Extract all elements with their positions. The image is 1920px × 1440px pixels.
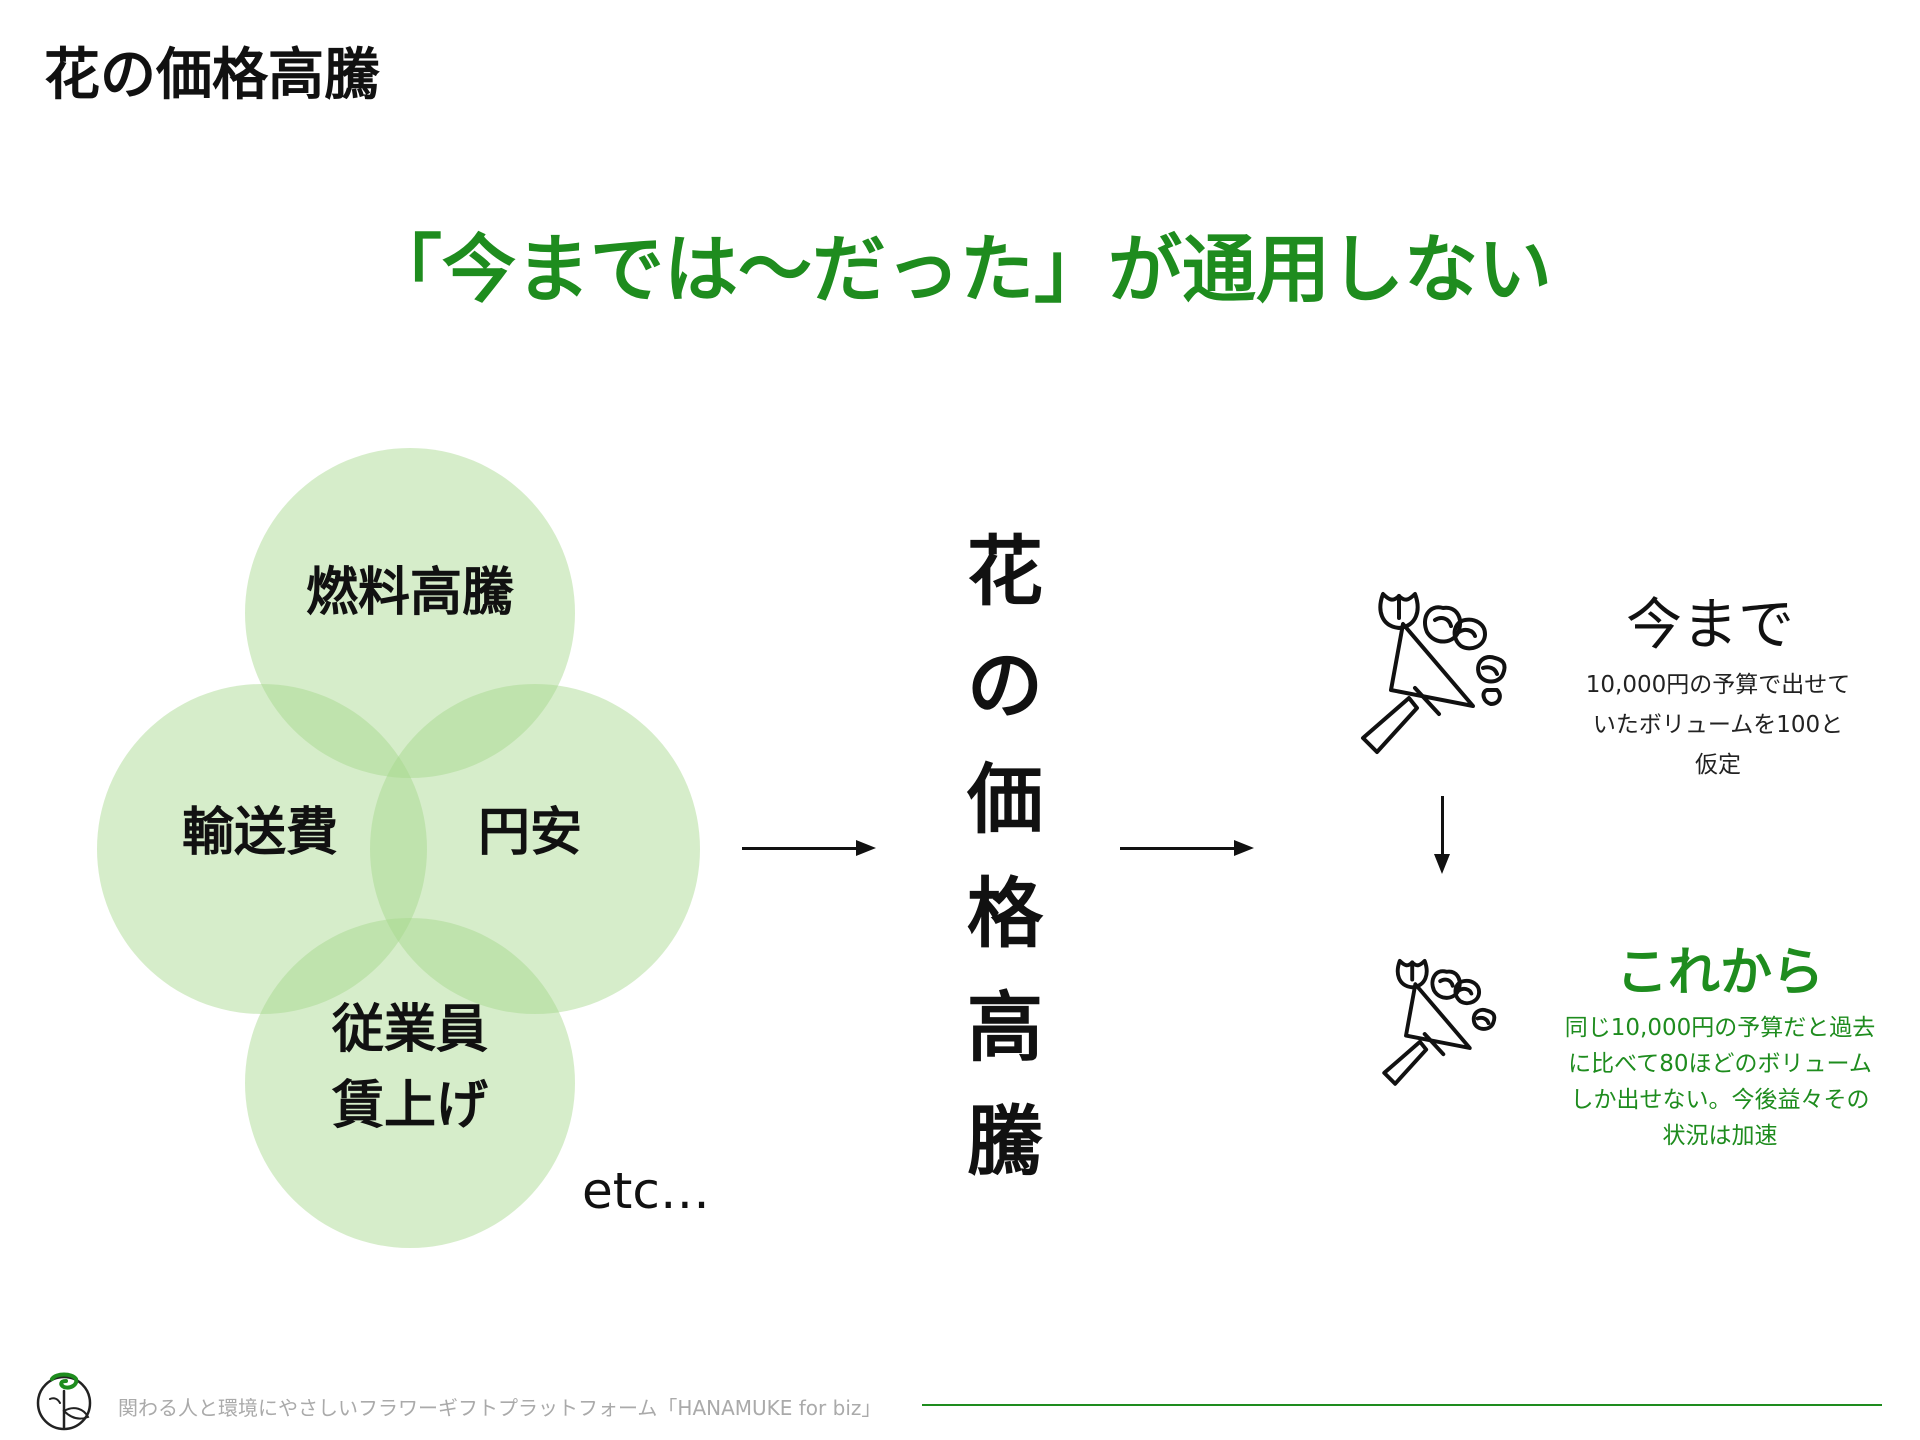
footer-divider	[922, 1404, 1882, 1406]
headline: 「今までは〜だった」が通用しない	[368, 227, 1552, 313]
now-desc-line: 10,000円の予算で出せて	[1585, 672, 1851, 698]
future-desc-line: 状況は加速	[1662, 1123, 1778, 1149]
now-desc-line: いたボリュームを100と	[1592, 712, 1844, 738]
venn-circle-right	[370, 684, 700, 1014]
now-desc-line: 仮定	[1695, 752, 1741, 778]
center-title-char: 格	[967, 869, 1043, 958]
future-desc-line: に比べて80ほどのボリューム	[1568, 1051, 1872, 1077]
bouquet-icon	[1382, 958, 1497, 1086]
venn-circle-bottom	[245, 918, 575, 1248]
venn-label-wage-line1: 従業員	[331, 1000, 488, 1060]
future-desc-line: しか出せない。今後益々その	[1570, 1087, 1870, 1113]
future-desc-line: 同じ10,000円の予算だと過去	[1564, 1015, 1876, 1041]
arrow-icon	[742, 838, 876, 858]
center-title: 花 の 価 格 高 騰	[950, 515, 1060, 1199]
now-title: 今まで	[1626, 593, 1794, 658]
venn-label-transport: 輸送費	[181, 803, 338, 863]
venn-label-wage-line2: 賃上げ	[331, 1076, 488, 1136]
page-title: 花の価格高騰	[44, 43, 380, 108]
center-title-char: の	[967, 641, 1043, 730]
future-description: 同じ10,000円の予算だと過去 に比べて80ほどのボリューム しか出せない。今…	[1560, 1010, 1880, 1154]
venn-label-fuel: 燃料高騰	[305, 563, 514, 623]
venn-etc-label: etc…	[582, 1162, 710, 1220]
now-description: 10,000円の予算で出せて いたボリュームを100と 仮定	[1558, 665, 1878, 785]
bouquet-icon	[1361, 592, 1507, 754]
venn-label-yen: 円安	[477, 803, 582, 863]
footer-text: 関わる人と環境にやさしいフラワーギフトプラットフォーム「HANAMUKE for…	[118, 1396, 882, 1420]
venn-circle-left	[97, 684, 427, 1014]
future-title: これから	[1615, 943, 1824, 1003]
arrow-icon	[1432, 796, 1452, 874]
hanamuke-logo-icon	[36, 1372, 92, 1431]
venn-circle-top	[245, 448, 575, 778]
center-title-char: 騰	[967, 1097, 1043, 1186]
arrow-icon	[1120, 838, 1254, 858]
center-title-char: 価	[967, 755, 1043, 844]
center-title-char: 花	[967, 527, 1043, 616]
center-title-char: 高	[967, 983, 1043, 1072]
